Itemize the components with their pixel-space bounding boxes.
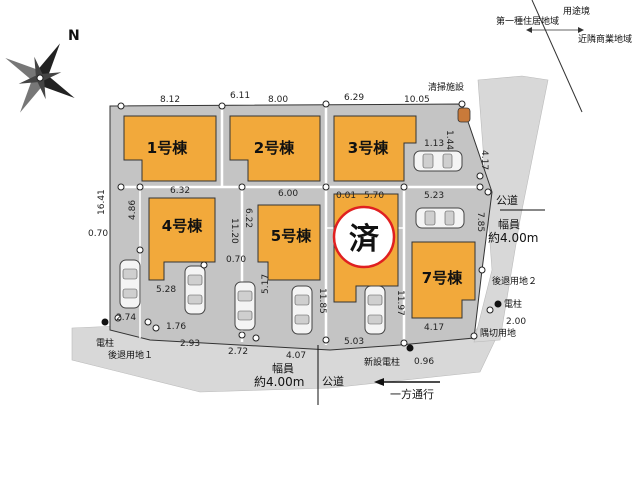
house-4: 4号棟 — [148, 197, 216, 281]
dimension-label: 6.29 — [344, 93, 364, 103]
house-2: 2号棟 — [229, 115, 321, 182]
house-2-label: 2号棟 — [254, 139, 295, 157]
dimension-label: 1.13 — [424, 139, 444, 149]
dimension-label: 5.17 — [261, 274, 271, 294]
right-road-width: 約4.00m — [488, 230, 538, 245]
dimension-label: 11.85 — [317, 288, 327, 314]
dimension-label: 2.93 — [180, 339, 200, 349]
dimension-label: 4.07 — [286, 351, 306, 361]
dimension-label: 4.17 — [424, 323, 444, 333]
zoning-title: 用途境 — [563, 5, 590, 17]
right-road-width-title: 幅員 — [498, 218, 520, 231]
dimension-label: 4.86 — [128, 200, 138, 220]
dimension-label: 0.70 — [226, 255, 246, 265]
dimension-label: 16.41 — [97, 189, 107, 215]
dimension-label: 1.44 — [444, 130, 454, 150]
dimension-label: 8.00 — [268, 95, 288, 105]
cleaning-facility-icon — [457, 107, 471, 123]
dimension-label: 10.05 — [404, 95, 430, 105]
boundary-posts — [114, 100, 494, 347]
setback-right-label: 後退用地２ — [492, 275, 537, 287]
setback-left-label: 後退用地１ — [108, 349, 153, 361]
house-1: 1号棟 — [123, 115, 217, 182]
compass-rose-icon — [5, 43, 75, 113]
north-label: N — [68, 28, 80, 44]
house-4-label: 4号棟 — [162, 217, 203, 235]
utility-pole-icon — [101, 318, 109, 326]
dimension-label: 6.11 — [230, 91, 250, 101]
car-icon — [364, 285, 386, 335]
dimension-label: 4.17 — [479, 150, 489, 170]
corner-cut-label: 隅切用地 — [480, 327, 516, 339]
right-road-label: 公道 — [496, 193, 518, 207]
new-pole-label: 新設電柱 — [364, 356, 400, 368]
house-5-label: 5号棟 — [271, 227, 312, 245]
cleaning-facility-label: 清掃施設 — [428, 81, 464, 93]
house-7: 7号棟 — [411, 241, 476, 319]
dimension-label: 0.70 — [88, 229, 108, 239]
dimension-label: 0.01 — [336, 191, 356, 201]
car-icon — [415, 207, 465, 229]
dimension-label: 0.96 — [414, 357, 434, 367]
utility-pole-icon — [494, 300, 502, 308]
car-icon — [184, 265, 206, 315]
road-right — [473, 75, 549, 343]
dimension-label: 2.00 — [506, 317, 526, 327]
sold-badge-text: 済 — [349, 222, 380, 257]
dimension-label: 5.23 — [424, 191, 444, 201]
dimension-label: 2.72 — [228, 347, 248, 357]
bottom-road-width-title: 幅員 — [272, 362, 294, 375]
house-6-sold: 済 — [332, 193, 399, 303]
car-icon — [413, 150, 463, 172]
zoning-right: 近隣商業地域 — [578, 33, 632, 45]
car-icon — [291, 285, 313, 335]
house-3-label: 3号棟 — [348, 139, 389, 157]
house-1-label: 1号棟 — [147, 139, 188, 157]
dimension-label: 7.85 — [475, 212, 485, 232]
dimension-label: 8.12 — [160, 95, 180, 105]
dimension-label: 2.74 — [116, 313, 136, 323]
dimension-label: 5.70 — [364, 191, 384, 201]
dimension-label: 6.22 — [243, 208, 253, 228]
one-way-label: 一方通行 — [390, 387, 434, 401]
dimension-label: 1.76 — [166, 322, 186, 332]
dimension-label: 5.28 — [156, 285, 176, 295]
bottom-road-width: 約4.00m — [254, 374, 304, 389]
zoning-left: 第一種住居地域 — [496, 15, 559, 27]
car-icon — [119, 259, 141, 309]
dimensions: 8.12 6.11 8.00 6.29 10.05 1.44 1.13 4.17… — [88, 91, 526, 367]
car-icon — [234, 281, 256, 331]
utility-pole-icon — [406, 344, 414, 352]
dimension-label: 11.20 — [229, 218, 239, 244]
dimension-label: 11.97 — [395, 290, 405, 316]
sold-badge — [332, 205, 396, 269]
zoning-boundary-line — [531, 0, 583, 113]
dimension-label: 5.03 — [344, 337, 364, 347]
utility-pole-right-label: 電柱 — [504, 298, 522, 310]
dimension-label: 6.00 — [278, 189, 298, 199]
house-7-label: 7号棟 — [422, 269, 463, 287]
dimension-label: 6.32 — [170, 186, 190, 196]
house-5: 5号棟 — [257, 204, 321, 281]
utility-pole-left-label: 電柱 — [96, 337, 114, 349]
bottom-road-label: 公道 — [322, 374, 344, 388]
house-3: 3号棟 — [333, 115, 417, 182]
